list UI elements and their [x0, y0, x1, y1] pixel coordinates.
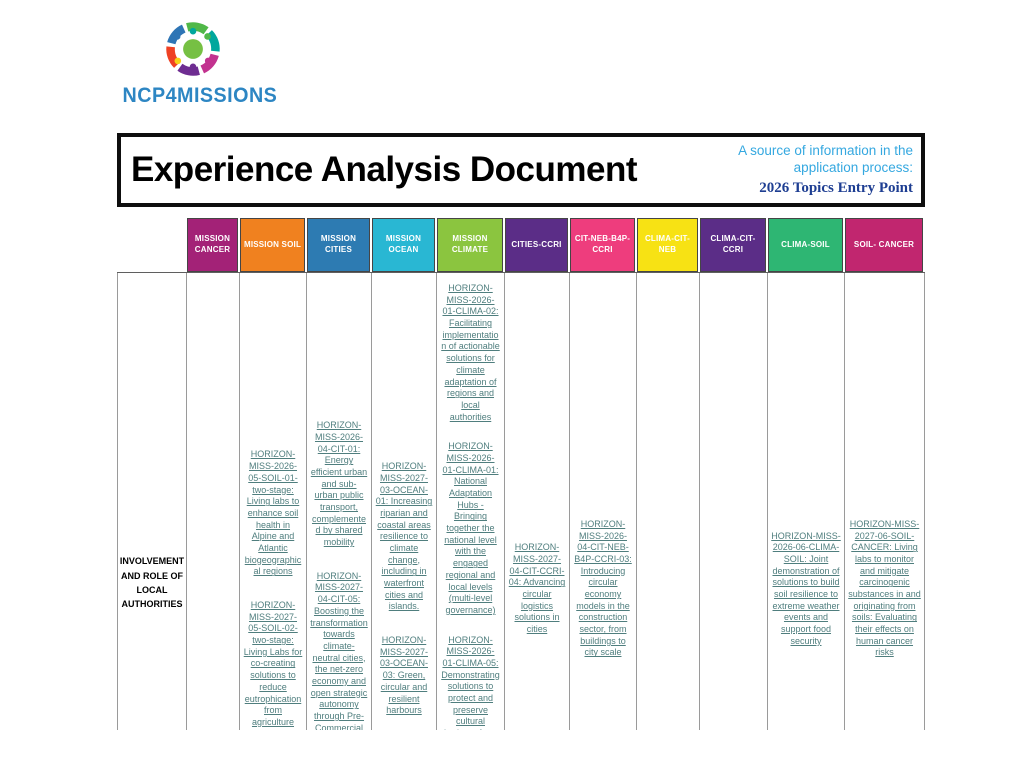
title-banner: Experience Analysis Document A source of… — [117, 133, 925, 207]
column-cell-cities-ccri: HORIZON-MISS-2027-04-CIT-CCRI-04: Advanc… — [505, 273, 570, 730]
column-cell-clima-cit-ccri — [700, 273, 768, 730]
note-line-3: 2026 Topics Entry Point — [759, 179, 913, 196]
topic-link[interactable]: HORIZON-MISS-2027-05-SOIL-02-two-stage: … — [243, 600, 303, 727]
column-cell-clima-cit-neb — [637, 273, 700, 730]
column-header-clima-soil: CLIMA-SOIL — [768, 218, 843, 272]
column-header-mission-cancer: MISSION CANCER — [187, 218, 238, 272]
column-header-mission-climate: MISSION CLIMATE — [437, 218, 503, 272]
ncp4missions-logo-icon — [166, 22, 220, 76]
topic-link[interactable]: HORIZON-MISS-2027-03-OCEAN-03: Green, ci… — [379, 635, 429, 716]
topic-link[interactable]: HORIZON-MISS-2026-01-CLIMA-01: National … — [442, 441, 499, 615]
column-cell-mission-cancer — [187, 273, 240, 730]
note-line-2: application process: — [793, 160, 913, 176]
ncp4missions-logo: NCP4MISSIONS — [118, 16, 278, 108]
column-cell-mission-soil: HORIZON-MISS-2026-05-SOIL-01-two-stage: … — [240, 273, 307, 730]
column-header-soil-cancer: SOIL- CANCER — [845, 218, 923, 272]
document-title: Experience Analysis Document — [131, 150, 638, 189]
topic-link[interactable]: HORIZON-MISS-2027-04-CIT-CCRI-04: Advanc… — [508, 542, 566, 635]
topic-link[interactable]: HORIZON-MISS-2026-01-CLIMA-05: Demonstra… — [441, 634, 500, 730]
column-cell-cit-neb-b4p-ccri: HORIZON-MISS-2026-04-CIT-NEB-B4P-CCRI-03… — [570, 273, 637, 730]
topic-link[interactable]: HORIZON-MISS-2026-04-CIT-NEB-B4P-CCRI-03… — [574, 518, 632, 658]
banner-note: A source of information in the applicati… — [738, 142, 913, 199]
column-cell-soil-cancer: HORIZON-MISS-2027-06-SOIL-CANCER: Living… — [845, 273, 925, 730]
column-cell-mission-climate: HORIZON-MISS-2026-01-CLIMA-02: Facilitat… — [437, 273, 505, 730]
topic-link[interactable]: HORIZON-MISS-2026-06-CLIMA-SOIL: Joint d… — [771, 530, 841, 646]
topic-link[interactable]: HORIZON-MISS-2026-01-CLIMA-02: Facilitat… — [441, 283, 500, 422]
column-header-clima-cit-ccri: CLIMA-CIT-CCRI — [700, 218, 766, 272]
column-header-cities-ccri: CITIES-CCRI — [505, 218, 568, 272]
body-row: INVOLVEMENT AND ROLE OF LOCAL AUTHORITIE… — [117, 272, 925, 730]
column-header-clima-cit-neb: CLIMA-CIT-NEB — [637, 218, 698, 272]
topic-link[interactable]: HORIZON-MISS-2026-05-SOIL-01-two-stage: … — [244, 449, 302, 577]
column-cell-mission-cities: HORIZON-MISS-2026-04-CIT-01: Energy effi… — [307, 273, 372, 730]
topic-link[interactable]: HORIZON-MISS-2026-04-CIT-01: Energy effi… — [310, 420, 368, 548]
topic-link[interactable]: HORIZON-MISS-2027-03-OCEAN-01: Increasin… — [375, 461, 433, 612]
column-cell-clima-soil: HORIZON-MISS-2026-06-CLIMA-SOIL: Joint d… — [768, 273, 845, 730]
column-header-mission-ocean: MISSION OCEAN — [372, 218, 435, 272]
column-header-mission-soil: MISSION SOIL — [240, 218, 305, 272]
row-label: INVOLVEMENT AND ROLE OF LOCAL AUTHORITIE… — [117, 273, 187, 730]
topic-link[interactable]: HORIZON-MISS-2027-06-SOIL-CANCER: Living… — [848, 518, 921, 658]
topic-link[interactable]: HORIZON-MISS-2027-04-CIT-05: Boosting th… — [310, 570, 368, 730]
note-line-1: A source of information in the — [738, 142, 913, 158]
header-spacer — [117, 218, 187, 272]
column-cell-mission-ocean: HORIZON-MISS-2027-03-OCEAN-01: Increasin… — [372, 273, 437, 730]
column-header-cit-neb-b4p-ccri: CIT-NEB-B4P-CCRI — [570, 218, 635, 272]
column-header-mission-cities: MISSION CITIES — [307, 218, 370, 272]
brand-name: NCP4MISSIONS — [122, 84, 278, 107]
